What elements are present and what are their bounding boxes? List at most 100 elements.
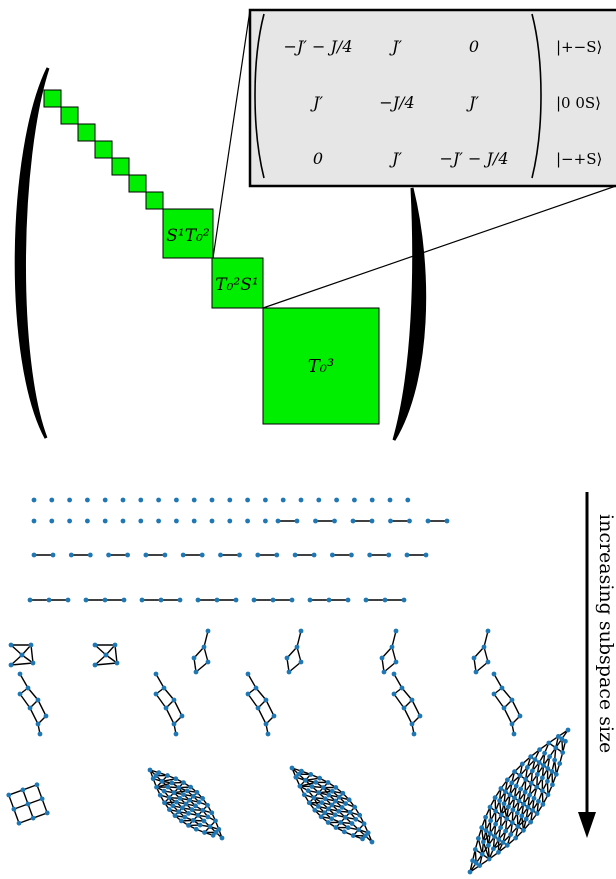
graph-node	[534, 771, 540, 777]
graph-node	[528, 819, 534, 825]
subspace-graph	[367, 552, 392, 558]
graph-node	[209, 810, 215, 816]
graph-edge	[195, 661, 209, 673]
graph-node	[201, 818, 207, 824]
graph-node	[237, 552, 242, 558]
graph-node	[513, 835, 519, 841]
graph-node	[253, 685, 259, 691]
graph-node	[186, 823, 191, 828]
graph-node	[523, 777, 529, 782]
graph-node	[386, 552, 392, 558]
graph-edge	[482, 841, 490, 860]
graph-node	[171, 790, 177, 796]
subspace-graph	[275, 518, 300, 524]
graph-edge	[94, 662, 118, 666]
graph-node	[393, 628, 399, 634]
graph-node	[263, 518, 268, 524]
graph-node	[200, 807, 206, 813]
graph-node	[393, 659, 399, 665]
graph-edge	[94, 644, 107, 656]
graph-edge	[483, 630, 489, 648]
graph-node	[43, 713, 49, 719]
graph-node	[326, 792, 332, 798]
block-t03	[262, 307, 380, 425]
graph-node	[289, 765, 295, 771]
graph-node	[173, 776, 179, 782]
graph-edge	[27, 803, 34, 819]
increasing-arrow-label: increasing subspace size	[595, 514, 616, 753]
graph-node	[218, 552, 223, 558]
subspace-graph	[156, 518, 162, 524]
graph-edge	[163, 687, 175, 701]
graph-node	[11, 806, 17, 812]
graph-node	[191, 497, 197, 503]
graph-node	[178, 818, 184, 824]
graph-node	[280, 497, 286, 503]
graph-node	[521, 827, 526, 833]
graph-node	[540, 801, 546, 807]
subspace-graph	[153, 671, 185, 737]
graph-node	[199, 552, 205, 558]
graph-node	[138, 497, 144, 503]
graph-node	[174, 497, 179, 503]
graph-node	[153, 671, 159, 677]
graph-node	[190, 817, 196, 823]
subspace-graph	[245, 497, 251, 503]
graph-node	[333, 798, 339, 804]
graph-node	[531, 795, 537, 801]
graph-node	[85, 518, 90, 524]
graph-node	[401, 597, 407, 603]
graph-node	[345, 597, 351, 603]
graph-node	[298, 497, 304, 503]
graph-node	[352, 497, 357, 503]
graph-node	[509, 721, 515, 727]
graph-node	[201, 644, 207, 650]
graph-node	[405, 497, 411, 503]
graph-node	[499, 685, 505, 691]
subspace-graph	[330, 552, 354, 558]
graph-node	[311, 552, 317, 558]
graph-node	[316, 790, 322, 796]
graph-node	[528, 754, 534, 760]
zoom-line-top	[212, 9, 251, 259]
graph-node	[334, 497, 339, 503]
graph-node	[367, 552, 373, 558]
subspace-graph	[405, 497, 411, 503]
graph-node	[156, 518, 162, 524]
graph-node	[342, 814, 348, 820]
subspace-graph	[191, 628, 211, 675]
subspace-graphs	[6, 497, 571, 875]
graph-node	[92, 662, 98, 668]
graph-node	[68, 552, 74, 558]
diag-block-1	[43, 89, 62, 108]
graph-edge	[173, 699, 183, 717]
subspace-graph	[307, 597, 351, 603]
graph-node	[498, 825, 504, 831]
graph-node	[318, 814, 324, 820]
graph-node	[67, 497, 72, 503]
graph-node	[156, 497, 162, 503]
cell-r2c3: J′	[466, 93, 479, 112]
graph-node	[322, 810, 328, 816]
subspace-graph	[191, 518, 197, 524]
graph-node	[102, 597, 108, 603]
graph-edge	[296, 630, 302, 648]
graph-node	[161, 685, 167, 691]
graph-node	[349, 552, 354, 558]
graph-node	[382, 597, 388, 603]
graph-node	[389, 644, 395, 650]
graph-node	[519, 813, 525, 819]
graph-edge	[37, 699, 47, 717]
graph-node	[346, 797, 352, 803]
graph-node	[483, 828, 489, 834]
graph-node	[165, 773, 170, 778]
graph-node	[114, 660, 120, 666]
graph-node	[245, 691, 251, 697]
graph-node	[329, 788, 335, 794]
subspace-graph	[67, 497, 72, 503]
graph-node	[302, 777, 308, 783]
graph-node	[286, 669, 292, 675]
graph-node	[550, 782, 555, 788]
graph-node	[166, 807, 172, 812]
graph-node	[411, 731, 417, 737]
